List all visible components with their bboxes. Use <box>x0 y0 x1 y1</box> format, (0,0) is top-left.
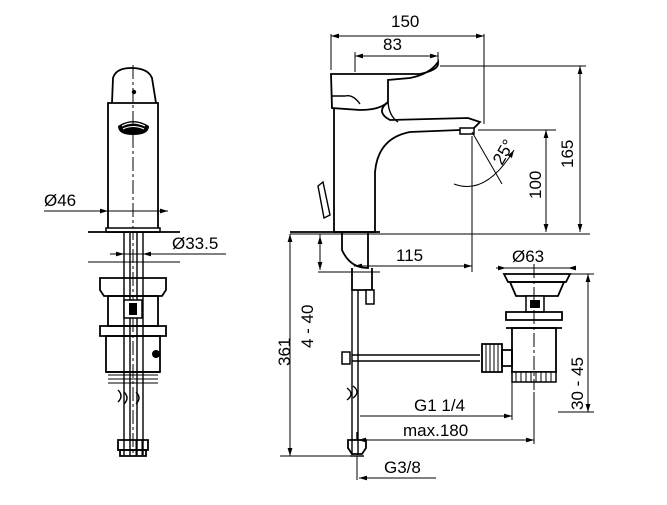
side-connection-nut <box>347 439 367 455</box>
label-spout-height: 100 <box>526 171 545 199</box>
label-handle-length: 83 <box>383 35 402 54</box>
label-spout-reach: 115 <box>396 246 423 265</box>
label-waste-diameter: Ø63 <box>512 247 544 266</box>
label-waste-adjust: 30 - 45 <box>568 357 587 410</box>
label-total-length: 361 <box>275 338 294 366</box>
label-overall-width: 150 <box>391 12 419 31</box>
side-aerator <box>459 127 475 135</box>
side-body <box>333 101 482 233</box>
label-connection-thread: G3/8 <box>384 458 421 477</box>
label-overall-height: 165 <box>558 140 577 168</box>
side-handle <box>330 59 439 111</box>
side-pop-up-rod <box>317 180 331 220</box>
front-view: Ø46 Ø33.5 <box>44 65 226 457</box>
front-lever <box>111 67 157 104</box>
label-spout-angle: 25° <box>489 136 518 168</box>
label-worktop-thickness: 4 - 40 <box>298 305 317 348</box>
front-indicator-dot <box>131 89 137 95</box>
side-view: 150 83 165 100 25° 115 Ø63 <box>275 12 594 481</box>
label-shank-diameter: Ø33.5 <box>172 234 218 253</box>
front-fixing-nut <box>99 277 167 297</box>
label-body-diameter: Ø46 <box>44 191 76 210</box>
label-waste-thread: G1 1/4 <box>414 396 465 415</box>
label-waste-max-length: max.180 <box>403 421 468 440</box>
waste-assembly <box>481 264 572 390</box>
